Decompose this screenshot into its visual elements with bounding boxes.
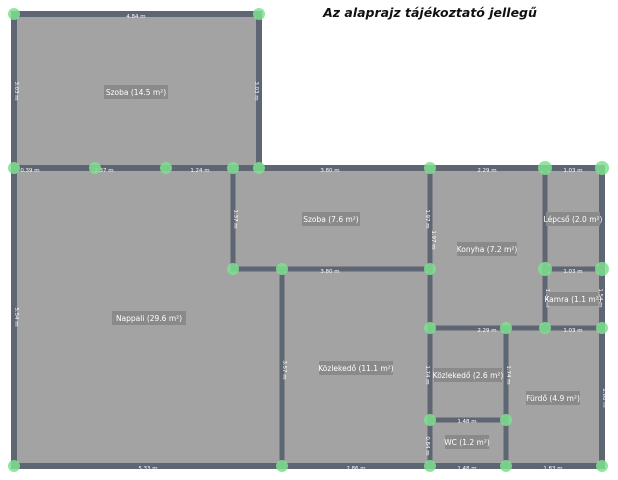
dimension-label: 3.03 m [253, 81, 259, 100]
dimension-label: 2.29 m [477, 168, 496, 174]
room-fill [14, 168, 602, 466]
wall-node-handle[interactable] [595, 262, 609, 276]
room-name: Konyha (7.2 m²) [457, 245, 518, 254]
room-label-background [548, 292, 598, 306]
room-label: Közlekedő (2.6 m²) [433, 368, 504, 382]
dimension-label: 0.84 m [424, 436, 430, 455]
dimension-label: 0.39 m [20, 168, 39, 174]
wall-node-handle[interactable] [539, 322, 551, 334]
dimension-label: 5.33 m [138, 466, 157, 472]
wall-node-handle[interactable] [276, 460, 288, 472]
room-name: Nappali (29.6 m²) [116, 314, 182, 323]
wall-node-handle[interactable] [424, 414, 436, 426]
wall-node-handle[interactable] [538, 262, 552, 276]
wall-node-handle[interactable] [227, 263, 239, 275]
dimension-label: 1.37 m [232, 209, 238, 228]
room-label-background [434, 368, 502, 382]
room-label-background [302, 212, 360, 226]
dimension-label: 1.48 m [457, 466, 476, 472]
dimension-label: 5.54 m [13, 307, 19, 326]
dimension-label: 1.74 m [424, 365, 430, 384]
dimension-label: 2.37 m [94, 168, 113, 174]
dimension-label: 2.29 m [477, 328, 496, 334]
dimension-label: 3.03 m [13, 81, 19, 100]
dimension-label: 1.03 m [563, 168, 582, 174]
room-label: Nappali (29.6 m²) [112, 311, 186, 325]
wall-node-handle[interactable] [596, 322, 608, 334]
room-label-background [112, 311, 186, 325]
plan-disclaimer-title: Az alaprajz tájékoztató jellegű [323, 5, 537, 20]
room-label: Konyha (7.2 m²) [457, 242, 518, 256]
wall-node-handle[interactable] [8, 460, 20, 472]
wall-node-handle[interactable] [424, 162, 436, 174]
dimension-label: 1.48 m [457, 419, 476, 425]
room-name: Fürdő (4.9 m²) [526, 394, 580, 403]
dimension-label: 1.74 m [505, 365, 511, 384]
room-label-background [319, 361, 393, 375]
dimension-label: 4.84 m [126, 14, 145, 20]
room-label: WC (1.2 m²) [444, 435, 490, 449]
room-label: Fürdő (4.9 m²) [526, 391, 580, 405]
wall-node-handle[interactable] [89, 162, 101, 174]
dimension-label: 1.97 m [430, 230, 436, 249]
dimension-label: 2.86 m [346, 466, 365, 472]
room-name: Kamra (1.1 m²) [544, 295, 601, 304]
wall-node-handle[interactable] [253, 8, 265, 20]
dimension-label: 1.97 m [424, 209, 430, 228]
dimension-label: 1.03 m [563, 269, 582, 275]
dimension-label: 3.57 m [281, 360, 287, 379]
dimension-label: 1.54 m [544, 288, 550, 307]
wall-node-handle[interactable] [8, 8, 20, 20]
room-label: Közlekedő (11.1 m²) [318, 361, 394, 375]
room-label: Lépcső (2.0 m²) [544, 212, 603, 226]
room-label-background [445, 435, 489, 449]
dimension-label: 2.68 m [601, 388, 607, 407]
room-label-background [104, 85, 168, 99]
wall-node-handle[interactable] [424, 322, 436, 334]
wall-node-handle[interactable] [227, 162, 239, 174]
wall-node-handle[interactable] [500, 460, 512, 472]
room-label: Szoba (7.6 m²) [302, 212, 360, 226]
dimension-label: 1.83 m [543, 466, 562, 472]
room-name: Közlekedő (2.6 m²) [433, 371, 504, 380]
room-label: Szoba (14.5 m²) [104, 85, 168, 99]
room-label: Kamra (1.1 m²) [544, 292, 602, 306]
dimension-label: 3.80 m [320, 269, 339, 275]
wall-node-handle[interactable] [595, 161, 609, 175]
wall-node-handle[interactable] [500, 414, 512, 426]
wall-node-handle[interactable] [160, 162, 172, 174]
room-name: Szoba (14.5 m²) [106, 88, 166, 97]
wall-node-handle[interactable] [253, 162, 265, 174]
room-name: WC (1.2 m²) [444, 438, 490, 447]
dimension-label: 1.03 m [563, 328, 582, 334]
room-label-background [526, 391, 580, 405]
wall-node-handle[interactable] [276, 263, 288, 275]
wall-node-handle[interactable] [538, 161, 552, 175]
wall-node-handle[interactable] [424, 460, 436, 472]
dimension-label: 1.24 m [190, 168, 209, 174]
wall-node-handle[interactable] [596, 460, 608, 472]
dimension-label: 3.80 m [320, 168, 339, 174]
room-label-background [546, 212, 600, 226]
wall-node-handle[interactable] [500, 322, 512, 334]
room-label-background [457, 242, 517, 256]
wall-node-handle[interactable] [8, 162, 20, 174]
room-name: Közlekedő (11.1 m²) [318, 364, 394, 373]
room-name: Lépcső (2.0 m²) [544, 215, 603, 224]
wall-node-handle[interactable] [424, 263, 436, 275]
dimension-label: 1.54 m [597, 288, 603, 307]
room-name: Szoba (7.6 m²) [303, 215, 359, 224]
